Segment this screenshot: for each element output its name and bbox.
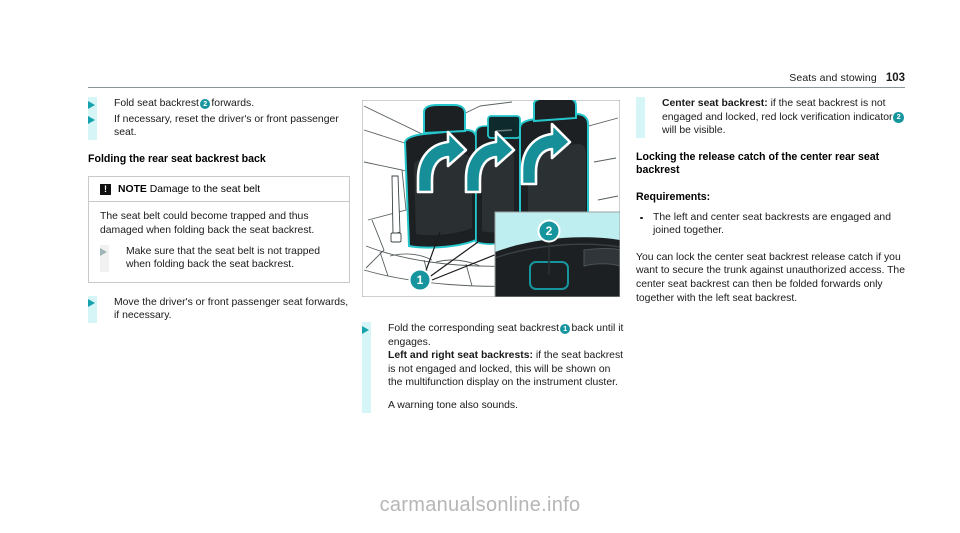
callout-badge-1: 1 bbox=[559, 323, 571, 334]
arrow-bullet-icon bbox=[88, 116, 95, 125]
note-action-list: Make sure that the seat belt is not trap… bbox=[100, 244, 339, 272]
note-label: NOTE bbox=[118, 184, 147, 196]
step-text: Move the driver's or front passenger sea… bbox=[114, 296, 349, 322]
note-action-text: Make sure that the seat belt is not trap… bbox=[126, 245, 321, 271]
list-item: Move the driver's or front passenger sea… bbox=[88, 296, 350, 323]
requirements-list: The left and center seat backrests are e… bbox=[636, 211, 905, 238]
arrow-bullet-icon bbox=[362, 325, 369, 334]
right-column: Center seat backrest: if the seat backre… bbox=[636, 97, 905, 305]
list-item: Make sure that the seat belt is not trap… bbox=[100, 245, 339, 272]
note-header: ! NOTE Damage to the seat belt bbox=[89, 177, 349, 203]
arrow-bullet-icon bbox=[88, 100, 95, 109]
center-backrest-text-1: if the seat backrest is not engaged and … bbox=[662, 98, 893, 123]
page-header: Seats and stowing 103 bbox=[88, 66, 905, 88]
breadcrumb-section: Seats and stowing bbox=[789, 72, 877, 84]
center-backrest-text-2: will be visible. bbox=[662, 125, 726, 137]
warning-tone-note: A warning tone also sounds. bbox=[388, 399, 624, 413]
warning-tone-text: A warning tone also sounds. bbox=[388, 399, 518, 411]
note-box: ! NOTE Damage to the seat belt The seat … bbox=[88, 176, 350, 283]
arrow-bullet-icon bbox=[88, 299, 95, 308]
move-seat-step-list: Move the driver's or front passenger sea… bbox=[88, 295, 350, 324]
callout-badge-2: 2 bbox=[893, 112, 904, 123]
section-heading-locking-release-catch: Locking the release catch of the center … bbox=[636, 150, 880, 177]
locking-description-paragraph: You can lock the center seat backrest re… bbox=[636, 251, 905, 304]
arrow-bullet-icon bbox=[100, 248, 107, 257]
site-watermark: carmanualsonline.info bbox=[379, 494, 581, 516]
list-item: The left and center seat backrests are e… bbox=[636, 211, 905, 238]
note-title: NOTE Damage to the seat belt bbox=[118, 184, 260, 195]
left-right-backrests-text: if the seat backrest is not engaged and … bbox=[388, 350, 624, 389]
section-heading-folding-back: Folding the rear seat backrest back bbox=[88, 152, 266, 165]
step-text-before: Fold seat backrest bbox=[114, 98, 199, 109]
requirements-label: Requirements: bbox=[636, 190, 711, 203]
left-right-backrests-lead: Left and right seat backrests: bbox=[388, 350, 533, 362]
center-backrest-note: Center seat backrest: if the seat backre… bbox=[636, 97, 905, 138]
callout-badge-2: 2 bbox=[199, 98, 211, 109]
step-text-before: Fold the corresponding seat backrest bbox=[388, 323, 559, 334]
note-subject: Damage to the seat belt bbox=[149, 184, 261, 196]
header-inner: Seats and stowing 103 bbox=[789, 72, 905, 84]
list-item: Center seat backrest: if the seat backre… bbox=[662, 97, 905, 138]
note-body-text: The seat belt could become trapped and t… bbox=[100, 211, 315, 236]
list-item: If necessary, reset the driver's or fron… bbox=[88, 113, 350, 140]
warning-exclamation-icon: ! bbox=[100, 184, 111, 196]
page-number: 103 bbox=[885, 72, 905, 84]
note-body: The seat belt could become trapped and t… bbox=[89, 202, 349, 281]
center-backrest-lead: Center seat backrest: bbox=[662, 98, 768, 109]
rear-seat-illustration: 1 2 bbox=[362, 100, 620, 297]
figure-callout-2-label: 2 bbox=[546, 224, 553, 238]
step-text-after: forwards. bbox=[211, 98, 255, 109]
figure-callout-1-label: 1 bbox=[417, 273, 424, 287]
step-text-after: back until it engages. bbox=[388, 323, 624, 348]
step-text: If necessary, reset the driver's or fron… bbox=[114, 113, 339, 139]
